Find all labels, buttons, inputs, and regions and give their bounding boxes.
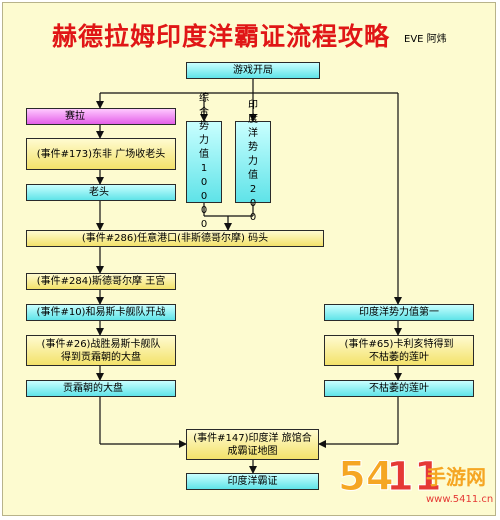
svg-text:www.5411.cn: www.5411.cn [426, 494, 493, 505]
node-zonghe-value: 综合势力值10000 [186, 93, 222, 230]
node-final: 印度洋霸证 [186, 473, 319, 490]
node-event-10: (事件#10)和易斯卡舰队开战 [26, 304, 176, 321]
svg-text:11: 11 [386, 454, 442, 500]
node-sailah: 赛拉 [26, 108, 176, 125]
watermark-logo: 54 11 手游网 www.5411.cn [338, 454, 494, 506]
node-yindu-first: 印度洋势力值第一 [324, 304, 474, 321]
yindu-value-text: 印度洋势力值200 [248, 100, 258, 223]
svg-text:54: 54 [338, 454, 394, 500]
node-event-26: (事件#26)战胜易斯卡舰队得到贡霜朝的大盘 [26, 335, 176, 366]
author-credit: EVE 阿炜 [404, 34, 447, 45]
node-gongshuang: 贡霜朝的大盘 [26, 380, 176, 397]
node-lotus: 不枯萎的莲叶 [324, 380, 474, 397]
node-event-173: (事件#173)东非 广场收老头 [26, 138, 176, 170]
node-event-286: (事件#286)任意港口(非斯德哥尔摩) 码头 [26, 230, 324, 247]
node-event-147: (事件#147)印度洋 旅馆合成霸证地图 [186, 429, 319, 460]
node-event-65: (事件#65)卡利亥特得到不枯萎的莲叶 [324, 335, 474, 366]
page-title: 赫德拉姆印度洋霸证流程攻略 [52, 22, 391, 51]
svg-text:手游网: 手游网 [426, 465, 486, 489]
zonghe-value-text: 综合势力值10000 [199, 93, 209, 230]
node-laotou: 老头 [26, 184, 176, 201]
node-yindu-value: 印度洋势力值200 [235, 100, 271, 223]
node-start: 游戏开局 [186, 62, 320, 79]
node-event-284: (事件#284)斯德哥尔摩 王宫 [26, 273, 176, 290]
